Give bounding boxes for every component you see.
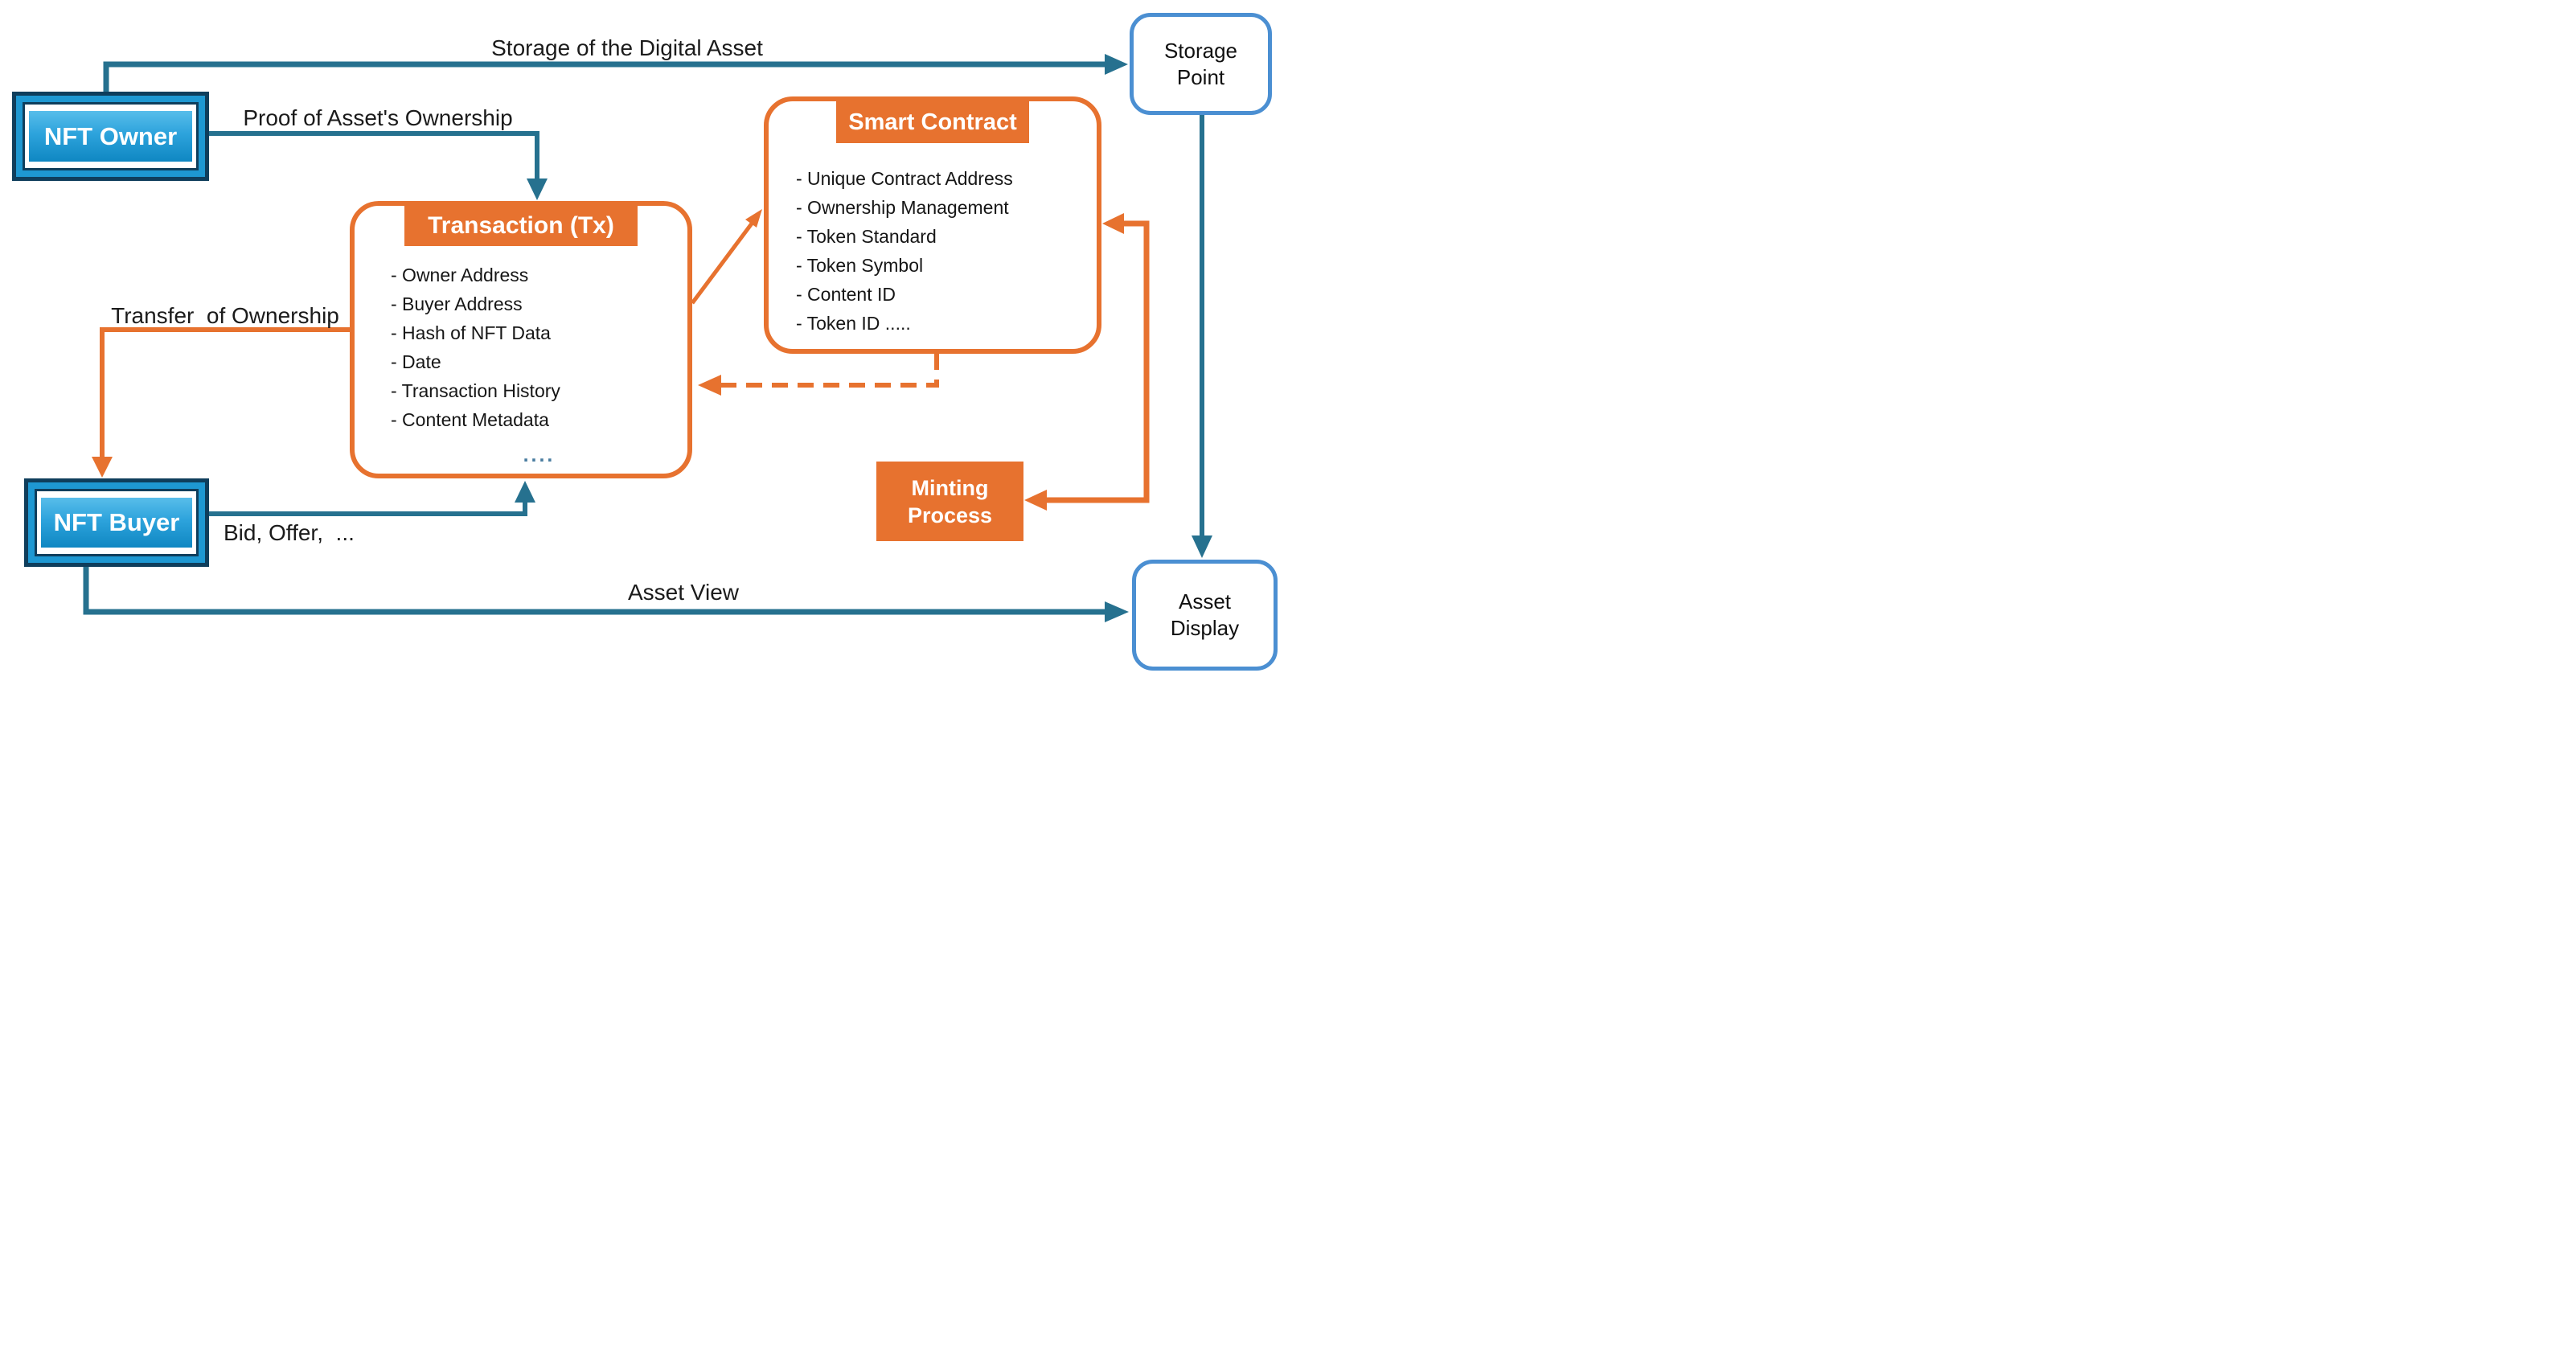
transaction-item: - Date — [391, 351, 441, 372]
edge-bid-offer — [209, 481, 535, 516]
edge-proof-of-ownership — [209, 131, 548, 200]
smart-contract-item: - Content ID — [796, 284, 896, 305]
transaction-item: - Transaction History — [391, 380, 560, 401]
edge-label-asset-view: Asset View — [628, 580, 739, 605]
transaction-ellipsis: .... — [523, 444, 556, 466]
minting-process-node: Minting Process — [876, 462, 1023, 541]
edge-label-bid-offer: Bid, Offer, ... — [224, 520, 355, 545]
nft-owner-label: NFT Owner — [29, 111, 192, 162]
transaction-item: - Buyer Address — [391, 293, 523, 314]
connector-layer — [83, 54, 1212, 622]
transaction-title: Transaction (Tx) — [404, 206, 638, 246]
transaction-node: Transaction (Tx) - Owner Address - Buyer… — [350, 201, 692, 478]
storage-point-node: Storage Point — [1130, 13, 1272, 115]
smart-contract-item: - Ownership Management — [796, 197, 1009, 218]
nft-owner-frame: NFT Owner — [23, 102, 199, 170]
nft-owner-node: NFT Owner — [12, 92, 209, 181]
transaction-item: - Hash of NFT Data — [391, 322, 551, 343]
smart-contract-item: - Token Standard — [796, 226, 937, 247]
edge-storage-to-asset-display — [1192, 115, 1212, 558]
smart-contract-item: - Token Symbol — [796, 255, 924, 276]
edge-transfer-of-ownership — [92, 327, 350, 478]
asset-display-label-line2: Display — [1170, 616, 1240, 640]
minting-label-line2: Process — [907, 503, 993, 527]
smart-contract-item: - Token ID ..... — [796, 313, 911, 334]
smart-contract-item-list: - Unique Contract Address - Ownership Ma… — [769, 164, 1097, 338]
nft-buyer-label: NFT Buyer — [41, 498, 192, 548]
minting-label-line1: Minting — [911, 475, 989, 500]
storage-point-label-line1: Storage — [1163, 38, 1238, 63]
transaction-item: - Owner Address — [391, 265, 529, 285]
nft-buyer-node: NFT Buyer — [24, 478, 209, 567]
smart-contract-node: Smart Contract - Unique Contract Address… — [764, 96, 1101, 354]
edge-smart-contract-minting — [1024, 213, 1150, 511]
storage-point-label-line2: Point — [1176, 64, 1225, 89]
transaction-item-list: - Owner Address - Buyer Address - Hash o… — [355, 261, 687, 470]
asset-display-node: Asset Display — [1132, 560, 1278, 671]
edge-storage-of-digital-asset — [103, 54, 1128, 92]
edge-asset-view — [83, 567, 1129, 622]
nft-buyer-frame: NFT Buyer — [35, 489, 199, 556]
nft-flow-diagram: NFT Owner NFT Buyer Storage Point Asset … — [0, 0, 1288, 675]
transaction-item: - Content Metadata — [391, 409, 549, 430]
edge-label-proof-of-ownership: Proof of Asset's Ownership — [243, 105, 513, 130]
edge-smart-contract-to-transaction-dashed — [698, 354, 939, 396]
asset-display-label-line1: Asset — [1178, 589, 1232, 613]
edge-label-storage-of-digital-asset: Storage of the Digital Asset — [491, 35, 763, 60]
smart-contract-item: - Unique Contract Address — [796, 168, 1013, 189]
smart-contract-title: Smart Contract — [836, 101, 1029, 143]
edge-transaction-to-smart-contract — [690, 209, 762, 305]
edge-label-transfer-of-ownership: Transfer of Ownership — [111, 303, 339, 328]
